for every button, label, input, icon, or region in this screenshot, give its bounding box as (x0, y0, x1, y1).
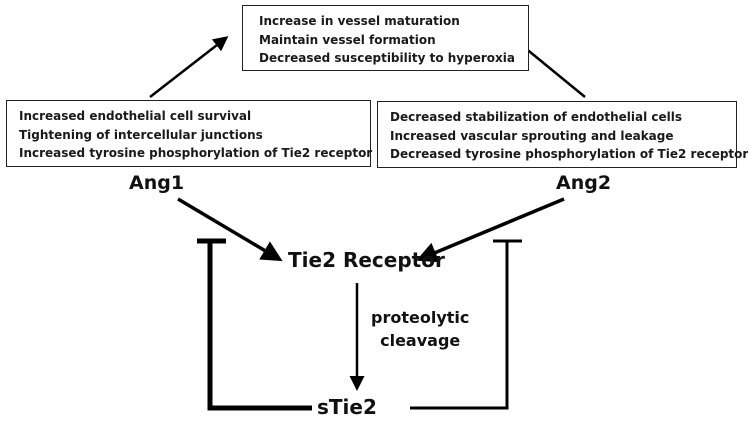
arrow-ang2-to-tie2 (416, 197, 565, 263)
arrow-left-to-top (149, 36, 229, 98)
ang2-effect-line: Decreased stabilization of endothelial c… (390, 110, 683, 124)
ang1-effect-line: Tightening of intercellular junctions (19, 127, 263, 142)
ang1-effect-line: Increased endothelial cell survival (19, 109, 252, 123)
cleavage-label-line1: proteolytic (371, 308, 470, 327)
ang1-effect-line: Increased tyrosine phosphorylation of Ti… (19, 146, 373, 160)
outcome-line: Increase in vessel maturation (259, 14, 460, 28)
stie2-node: sTie2 (317, 395, 377, 419)
cleavage-label: proteolytic cleavage (371, 306, 469, 352)
outcome-box: Increase in vessel maturation Maintain v… (242, 5, 529, 71)
outcome-line: Decreased susceptibility to hyperoxia (259, 51, 515, 65)
ang2-effect-line: Increased vascular sprouting and leakage (390, 128, 674, 143)
cleavage-label-line2: cleavage (380, 331, 461, 350)
outcome-line: Maintain vessel formation (259, 32, 436, 47)
ang1-effects-box: Increased endothelial cell survival Tigh… (6, 100, 373, 167)
arrow-ang1-to-tie2 (177, 197, 283, 262)
tie2-receptor-node: Tie2 Receptor (288, 248, 445, 272)
ang2-effect-line: Decreased tyrosine phosphorylation of Ti… (390, 147, 748, 161)
ang1-node: Ang1 (129, 172, 185, 194)
ang2-effects-box: Decreased stabilization of endothelial c… (377, 101, 748, 168)
inhibition-right-line (410, 242, 509, 410)
inhibition-left-line (207, 242, 312, 411)
ang2-node: Ang2 (556, 172, 612, 194)
